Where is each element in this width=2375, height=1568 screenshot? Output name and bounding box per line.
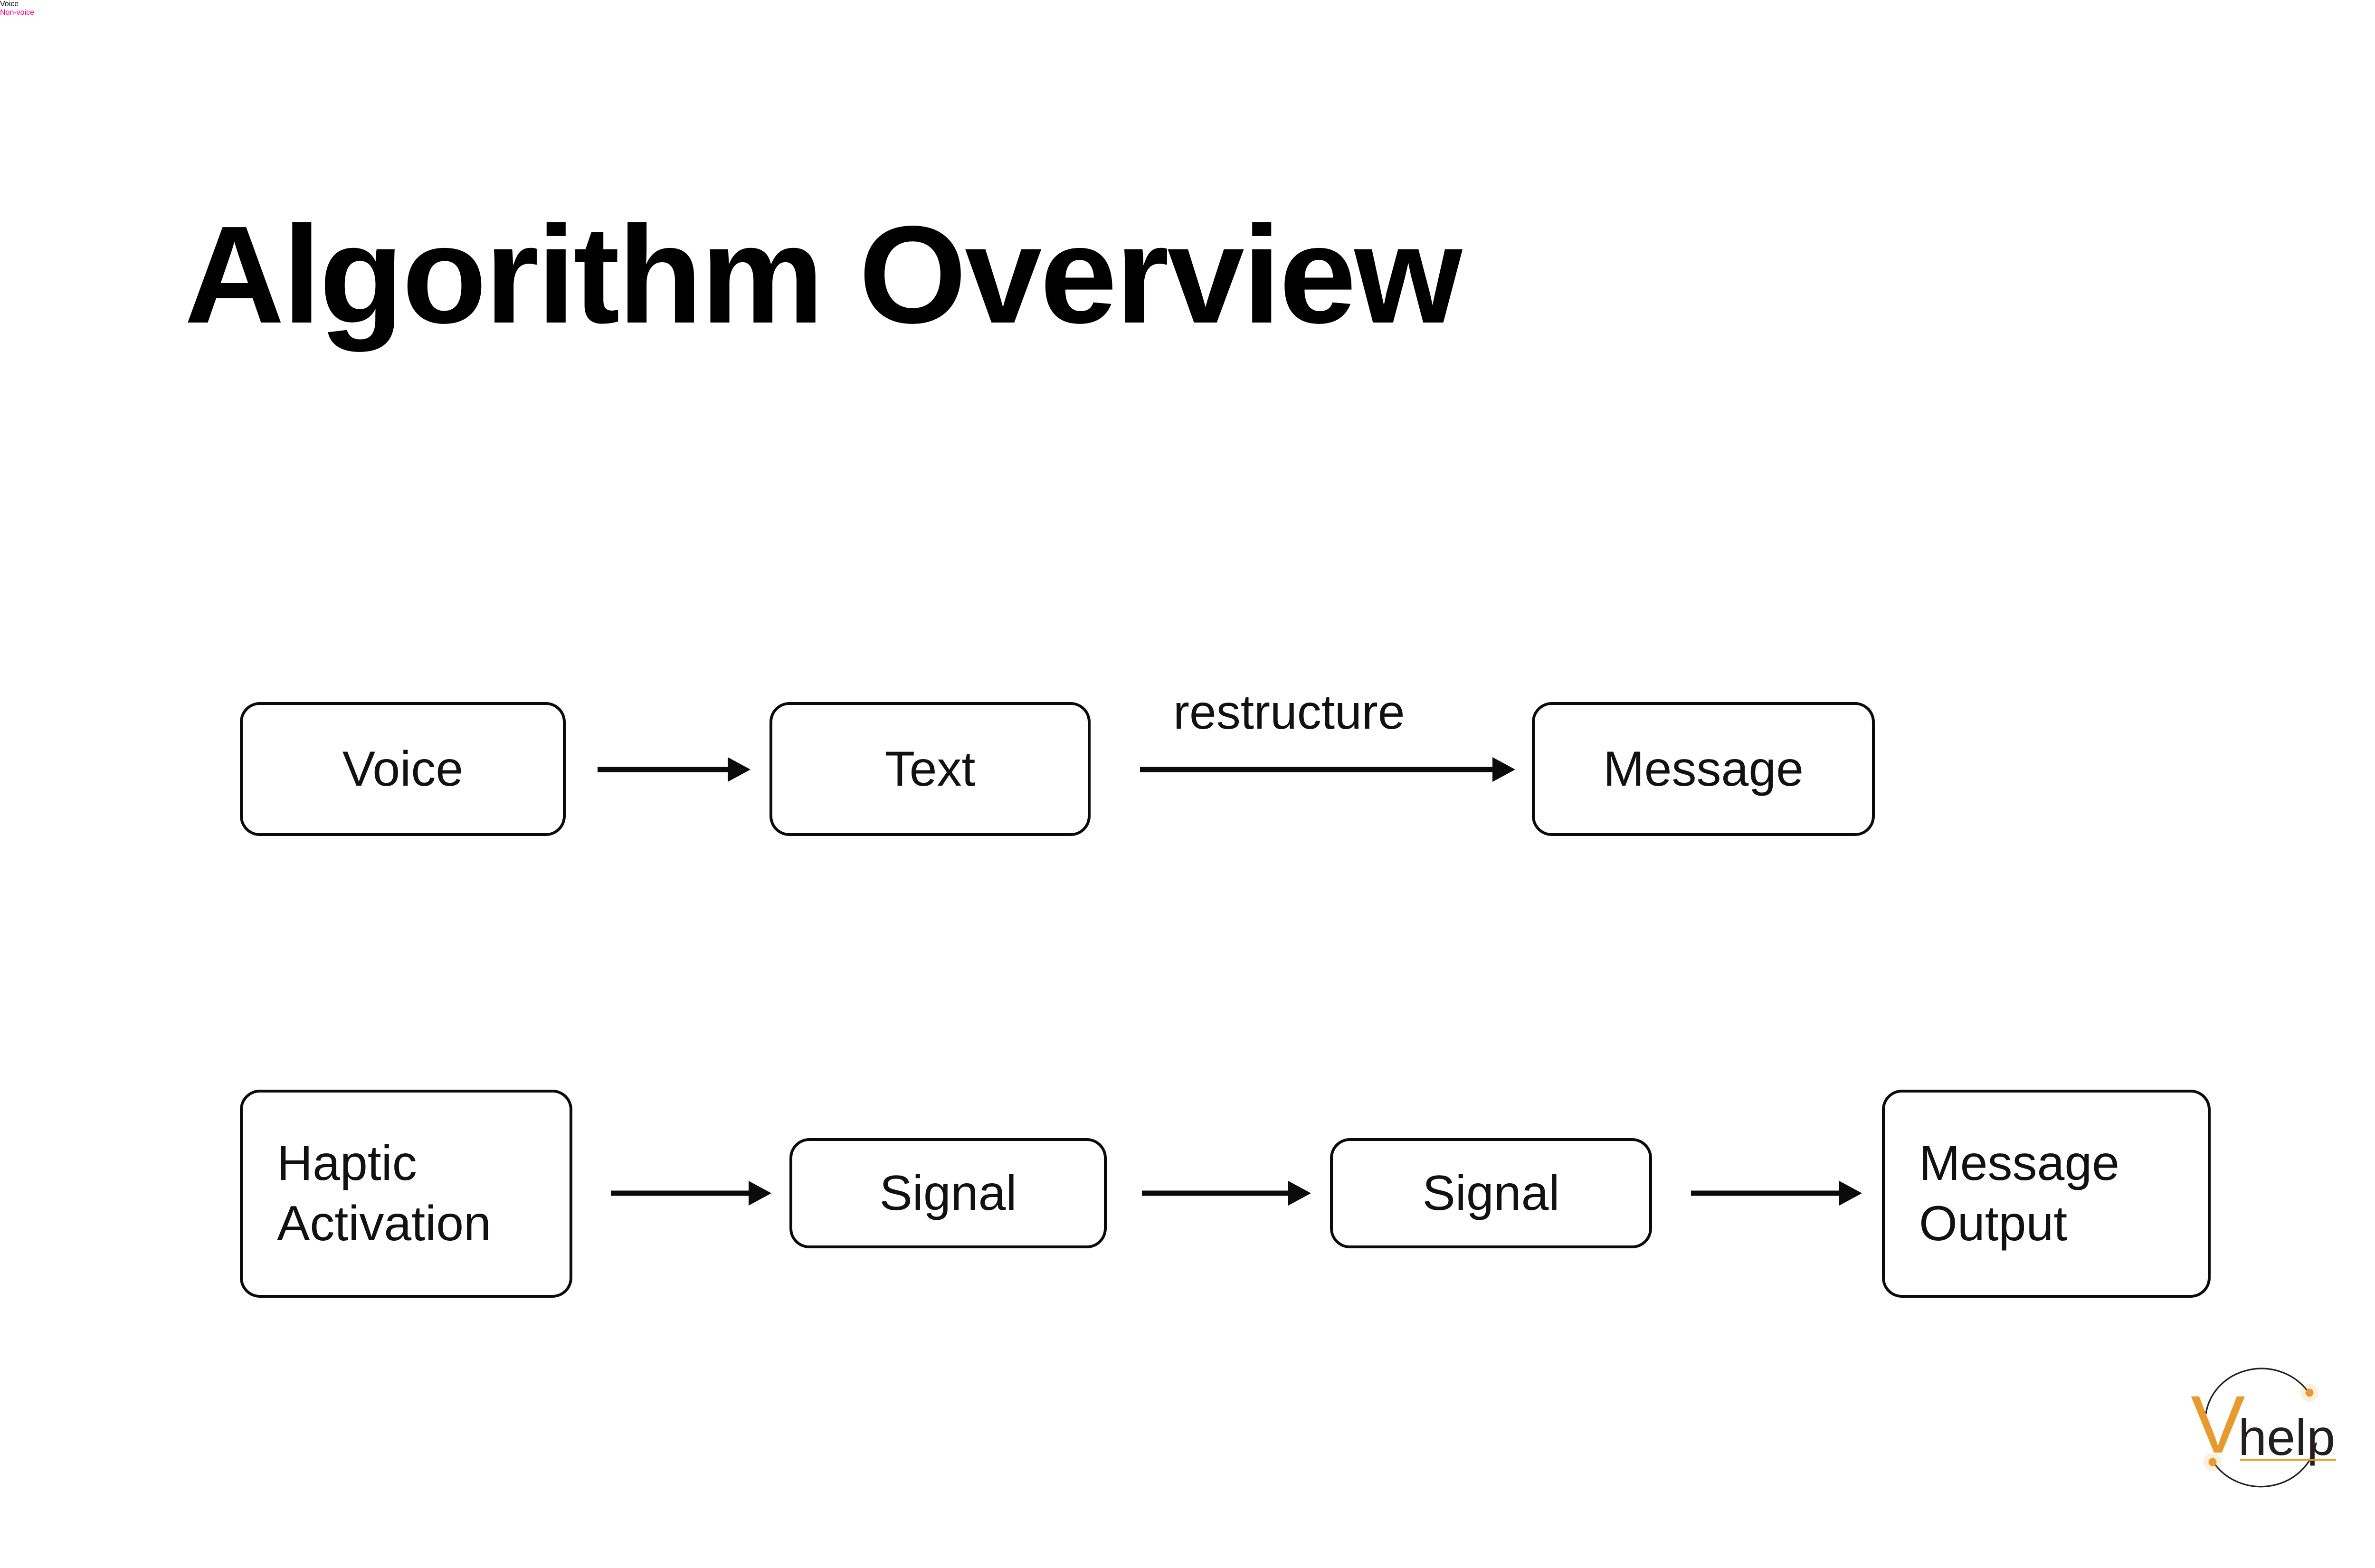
section-heading-voice: Voice — [0, 0, 19, 8]
arrow-shaft — [611, 1190, 752, 1196]
arrow-shaft — [1140, 767, 1496, 772]
logo-wordmark: help — [2238, 1408, 2335, 1466]
arrow-shaft — [1691, 1190, 1843, 1196]
flow-node-message-output-label: Message Output — [1919, 1133, 2119, 1254]
flow-arrow-signal-1-to-signal-2 — [1142, 1181, 1311, 1206]
logo-arc-top-icon — [2205, 1368, 2309, 1415]
flow-node-haptic-activation[interactable]: Haptic Activation — [240, 1090, 572, 1298]
haptic-label-line-2: Activation — [277, 1196, 491, 1251]
arrow-head-icon — [749, 1181, 771, 1206]
flow-node-text[interactable]: Text — [770, 702, 1091, 836]
flow-arrow-haptic-to-signal-1 — [611, 1181, 771, 1206]
flow-node-signal-1[interactable]: Signal — [789, 1138, 1107, 1248]
arrow-head-icon — [1492, 757, 1515, 782]
flow-arrow-voice-to-text — [598, 757, 750, 782]
arrow-head-icon — [728, 757, 750, 782]
section-heading-non-voice: Non-voice — [0, 9, 35, 17]
flow-node-message[interactable]: Message — [1532, 702, 1875, 836]
flow-node-signal-2[interactable]: Signal — [1330, 1138, 1652, 1248]
arrow-shaft — [1142, 1190, 1292, 1196]
page-title: Algorithm Overview — [184, 197, 1462, 352]
flow-edge-label-restructure: restructure — [1173, 685, 1405, 739]
flow-node-message-output[interactable]: Message Output — [1882, 1090, 2211, 1298]
arrow-head-icon — [1839, 1181, 1862, 1206]
message-output-label-line-1: Message — [1919, 1136, 2119, 1191]
flow-node-voice-label: Voice — [342, 741, 464, 797]
flow-node-text-label: Text — [884, 741, 976, 797]
arrow-head-icon — [1288, 1181, 1311, 1206]
flow-node-signal-1-label: Signal — [879, 1165, 1017, 1221]
message-output-label-line-2: Output — [1919, 1196, 2068, 1251]
flow-node-voice[interactable]: Voice — [240, 702, 566, 836]
logo-dot-top-right — [2305, 1388, 2314, 1397]
logo-dot-bottom-left — [2208, 1458, 2217, 1466]
flow-arrow-text-to-message — [1140, 757, 1515, 782]
haptic-label-line-1: Haptic — [277, 1136, 417, 1191]
vhelp-logo: V help — [2185, 1362, 2346, 1490]
flow-node-message-label: Message — [1603, 741, 1804, 797]
flow-node-haptic-activation-label: Haptic Activation — [277, 1133, 491, 1254]
flow-arrow-signal-2-to-message-output — [1691, 1181, 1862, 1206]
logo-v-mark: V — [2191, 1379, 2245, 1470]
flow-node-signal-2-label: Signal — [1422, 1165, 1560, 1221]
arrow-shaft — [598, 767, 732, 772]
